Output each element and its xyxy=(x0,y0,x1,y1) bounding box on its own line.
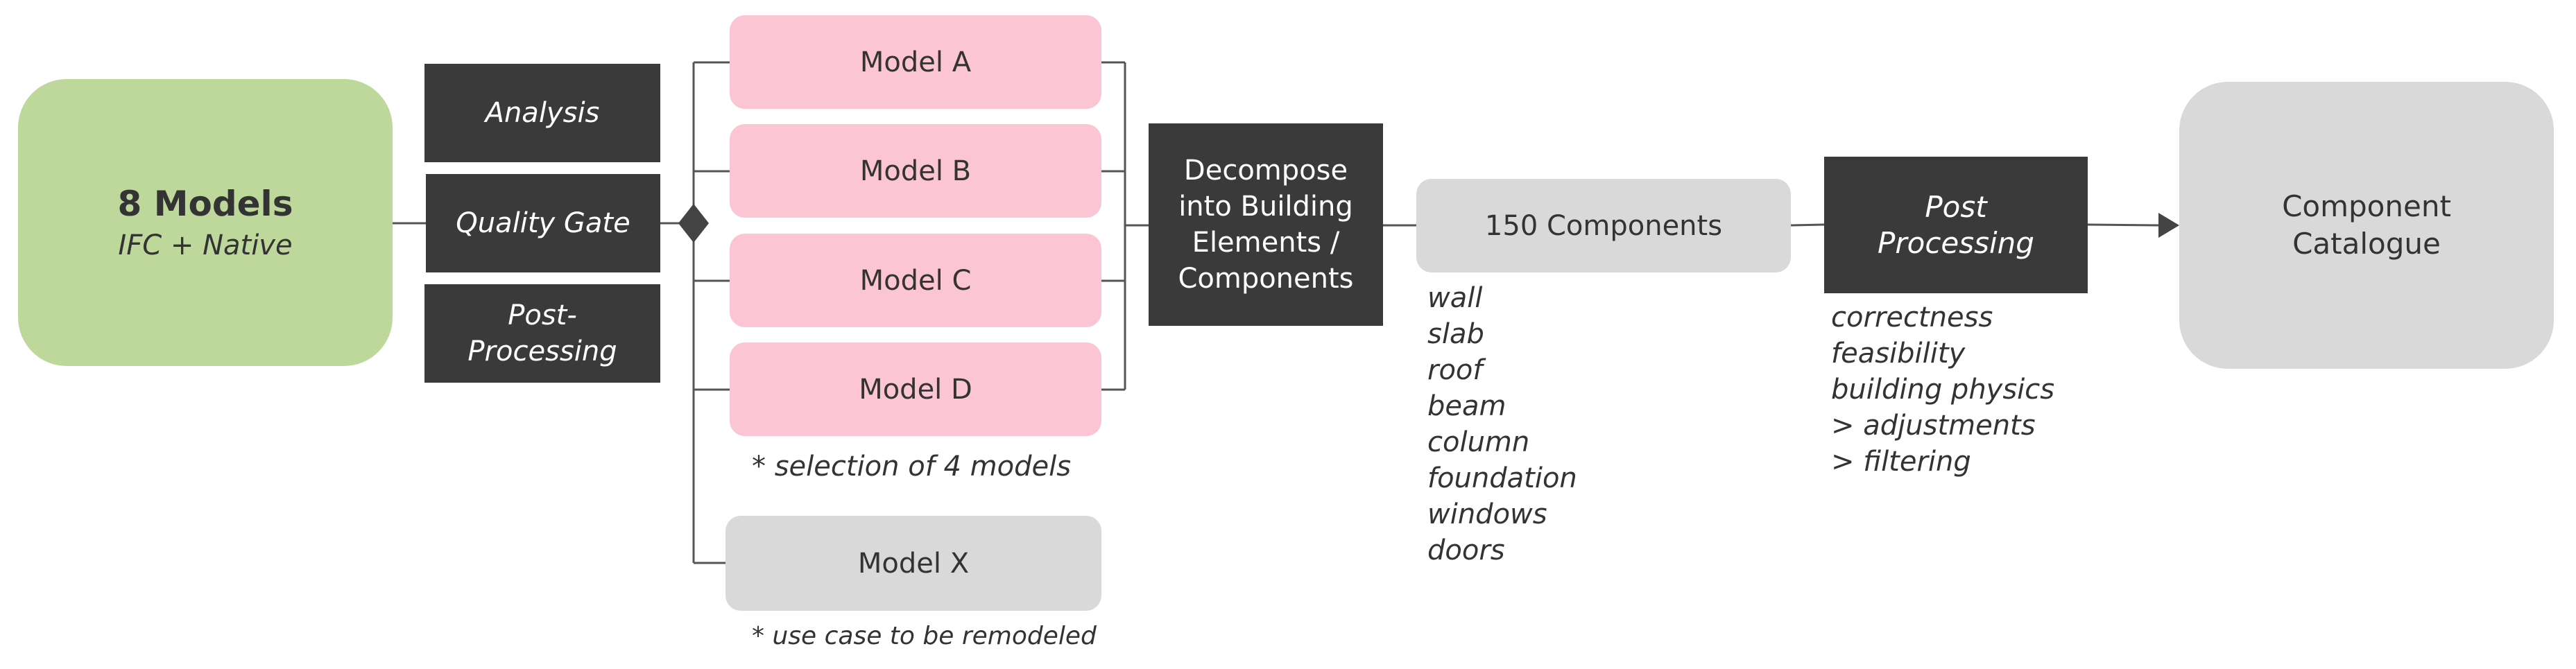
step-analysis: Analysis xyxy=(424,64,660,162)
step-post-processing-label: Post-Processing xyxy=(467,299,617,367)
model-x-box: Model X xyxy=(725,516,1101,611)
model-b-box: Model B xyxy=(730,124,1101,218)
model-d-box: Model D xyxy=(730,342,1101,436)
component-type: roof xyxy=(1427,354,1483,386)
component-type: doors xyxy=(1427,535,1505,566)
post-check: > filtering xyxy=(1831,446,1971,478)
model-c-label: Model C xyxy=(859,264,972,297)
model-a-label: Model A xyxy=(859,46,972,78)
post-check: correctness xyxy=(1831,302,1993,333)
component-types-list: wall slab roof beam column foundation wi… xyxy=(1427,280,1577,568)
component-catalogue-box: Component Catalogue xyxy=(2179,82,2554,369)
model-c-box: Model C xyxy=(730,234,1101,327)
model-x-label: Model X xyxy=(857,547,970,580)
post-processing-box: Post Processing xyxy=(1824,157,2088,293)
components-box: 150 Components xyxy=(1416,179,1791,272)
component-type: wall xyxy=(1427,282,1483,314)
component-type: foundation xyxy=(1427,462,1577,494)
component-catalogue-label: Component Catalogue xyxy=(2282,189,2451,261)
step-quality-gate-label: Quality Gate xyxy=(456,207,630,239)
post-checks-list: correctness feasibility building physics… xyxy=(1831,299,2054,480)
components-label: 150 Components xyxy=(1484,209,1723,242)
source-title: 8 Models xyxy=(117,184,293,224)
post-check: building physics xyxy=(1831,374,2055,406)
selection-note: * selection of 4 models xyxy=(752,451,1072,483)
decision-diamond-icon xyxy=(678,204,709,243)
post-check: feasibility xyxy=(1831,338,1966,370)
component-type: windows xyxy=(1427,498,1547,530)
step-post-processing: Post-Processing xyxy=(424,284,660,383)
component-type: beam xyxy=(1427,390,1506,422)
model-b-label: Model B xyxy=(859,155,972,187)
remodel-note: * use case to be remodeled xyxy=(752,622,1097,650)
step-analysis-label: Analysis xyxy=(485,97,600,129)
arrowhead-icon xyxy=(2158,213,2179,238)
component-type: slab xyxy=(1427,318,1484,350)
post-processing-label: Post Processing xyxy=(1878,189,2034,260)
step-quality-gate: Quality Gate xyxy=(426,174,660,272)
decompose-box: Decompose into Building Elements / Compo… xyxy=(1149,123,1383,326)
decompose-label: Decompose into Building Elements / Compo… xyxy=(1178,155,1354,295)
post-check: > adjustments xyxy=(1831,410,2036,442)
model-d-label: Model D xyxy=(859,373,972,406)
source-subtitle: IFC + Native xyxy=(118,229,293,261)
component-type: column xyxy=(1427,426,1530,458)
source-models-box: 8 Models IFC + Native xyxy=(18,79,393,366)
model-a-box: Model A xyxy=(730,15,1101,109)
